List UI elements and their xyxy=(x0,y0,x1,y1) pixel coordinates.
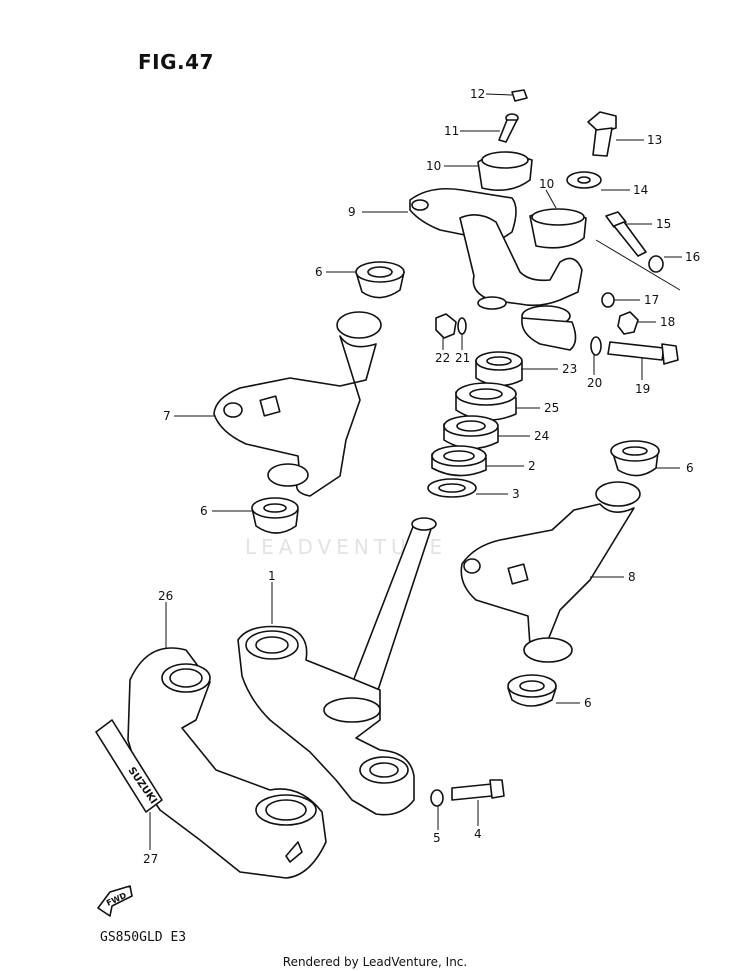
callout-1: 1 xyxy=(268,569,276,583)
callout-5: 5 xyxy=(433,831,441,845)
part-3-dust-seal xyxy=(427,478,477,498)
part-21-washer xyxy=(457,317,467,335)
part-4-bolt xyxy=(451,779,505,801)
callout-13: 13 xyxy=(647,133,662,147)
callout-15: 15 xyxy=(656,217,671,231)
callout-2: 2 xyxy=(528,459,536,473)
callout-20: 20 xyxy=(587,376,602,390)
part-17-nut xyxy=(601,292,615,308)
part-9-handlebar-holder xyxy=(409,187,583,351)
callout-8: 8 xyxy=(628,570,636,584)
part-6-cushion-d xyxy=(507,674,557,707)
part-1-steering-stem xyxy=(237,517,437,816)
callout-24: 24 xyxy=(534,429,549,443)
callout-12: 12 xyxy=(470,87,485,101)
callout-21: 21 xyxy=(455,351,470,365)
part-15-bolt xyxy=(605,211,647,257)
part-24-bearing xyxy=(443,415,499,450)
callout-26: 26 xyxy=(158,589,173,603)
part-13-bolt xyxy=(587,111,617,157)
callout-6b: 6 xyxy=(200,504,208,518)
callout-18: 18 xyxy=(660,315,675,329)
part-7-bracket-left xyxy=(213,311,382,497)
part-25-bearing-cover xyxy=(455,382,517,421)
callout-3: 3 xyxy=(512,487,520,501)
callout-19: 19 xyxy=(635,382,650,396)
callout-27: 27 xyxy=(143,852,158,866)
callout-6c: 6 xyxy=(686,461,694,475)
model-code: GS850GLD E3 xyxy=(100,930,187,945)
part-10-clamp-upper xyxy=(477,151,533,191)
part-6-cushion-a xyxy=(355,261,405,299)
part-12-screw xyxy=(511,89,528,102)
callout-10b: 10 xyxy=(539,177,554,191)
part-23-ring-nut xyxy=(475,351,523,387)
callout-16: 16 xyxy=(685,250,700,264)
callout-9: 9 xyxy=(348,205,356,219)
callout-labels: 12 11 13 10 10 14 9 15 16 6 17 18 22 21 … xyxy=(143,87,700,866)
part-11-bolt xyxy=(498,113,519,143)
callout-14: 14 xyxy=(633,183,648,197)
part-26-cover xyxy=(127,647,327,879)
callout-4: 4 xyxy=(474,827,482,841)
callout-6a: 6 xyxy=(315,265,323,279)
callout-23: 23 xyxy=(562,362,577,376)
callout-17: 17 xyxy=(644,293,659,307)
part-6-cushion-b xyxy=(251,497,299,534)
part-2-race xyxy=(431,445,487,477)
callout-25: 25 xyxy=(544,401,559,415)
figure-title: FIG.47 xyxy=(138,50,214,74)
part-6-cushion-c xyxy=(610,440,660,477)
callout-6d: 6 xyxy=(584,696,592,710)
part-14-washer xyxy=(566,171,602,189)
callout-11: 11 xyxy=(444,124,459,138)
fwd-arrow-icon: FWD xyxy=(97,885,133,917)
part-10-clamp-lower xyxy=(529,208,587,249)
part-22-nut xyxy=(435,313,457,339)
part-19-bolt xyxy=(607,341,679,365)
part-5-washer xyxy=(430,789,444,807)
part-18-nut xyxy=(617,311,639,335)
callout-10a: 10 xyxy=(426,159,441,173)
part-20-washer xyxy=(590,336,602,356)
leader-lines xyxy=(149,93,682,850)
callout-7: 7 xyxy=(163,409,171,423)
part-8-bracket-right xyxy=(460,481,641,663)
callout-22: 22 xyxy=(435,351,450,365)
part-16-washer xyxy=(648,255,664,273)
footer-credit: Rendered by LeadVenture, Inc. xyxy=(282,955,468,969)
